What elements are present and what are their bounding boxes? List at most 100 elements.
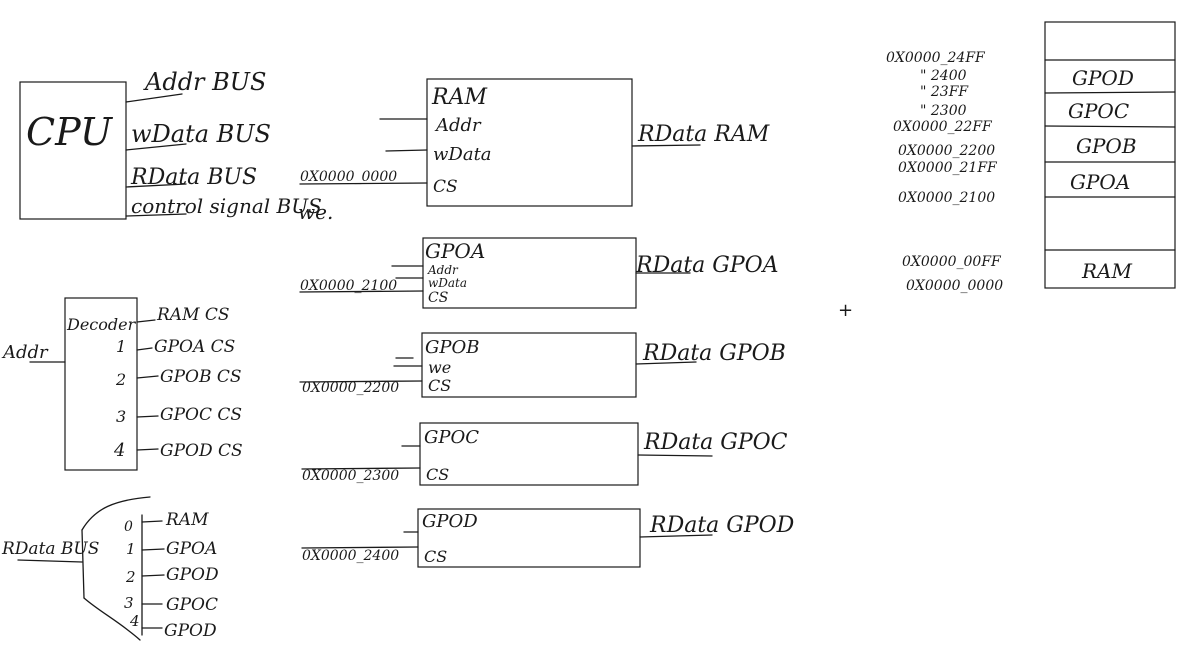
region-label-gpod: GPOD xyxy=(1072,66,1134,90)
mux-top-edge xyxy=(81,496,151,531)
mux-left-edge xyxy=(81,529,85,599)
decoder-block: Decoder Addr RAM CS 1 GPOA CS 2 GPOB CS … xyxy=(1,297,243,471)
module-gpod: GPOD CS 0X0000_2400 RData GPOD xyxy=(301,508,795,568)
region-label-ram: RAM xyxy=(1081,259,1133,283)
decoder-output-line xyxy=(136,347,153,351)
module-gpoa: GPOA Addr wData CS 0X0000_2100 RData GPO… xyxy=(299,237,779,309)
module-box xyxy=(417,508,641,568)
memory-divider xyxy=(1044,125,1176,128)
port-label-addr: Addr xyxy=(427,263,459,277)
output-label: RData GPOA xyxy=(635,253,779,278)
mux-input-line xyxy=(141,548,165,551)
address-label: 0X0000_00FF xyxy=(902,254,1002,270)
port-label-wdata: wData xyxy=(428,276,467,290)
port-line-wdata xyxy=(385,149,428,152)
decoder-output-line xyxy=(136,319,156,323)
address-label: " 2400 xyxy=(920,68,967,84)
decoder-box xyxy=(64,297,138,471)
mux-input-2: 2 GPOD xyxy=(125,565,219,586)
output-line xyxy=(635,361,697,365)
module-name: GPOC xyxy=(424,427,479,448)
decoder-output-index: 4 xyxy=(113,440,125,461)
mux-input-1: 1 GPOA xyxy=(126,539,217,559)
decoder-output-label: GPOC CS xyxy=(160,405,242,425)
module-name: GPOD xyxy=(422,511,478,532)
memory-divider xyxy=(1044,91,1176,94)
module-box xyxy=(419,422,639,486)
module-name: GPOB xyxy=(425,337,479,358)
decoder-output-0: RAM CS xyxy=(136,305,230,325)
module-gpob: GPOB we CS 0X0000_2200 RData GPOB xyxy=(299,332,786,398)
port-label-wdata: wData xyxy=(433,144,492,165)
wdata-bus-label: wData BUS xyxy=(131,120,271,148)
address-label: " 2300 xyxy=(920,103,967,119)
decoder-output-1: 1 GPOA CS xyxy=(116,337,235,357)
module-address: 0X0000_2200 xyxy=(302,380,399,396)
output-line xyxy=(631,144,701,147)
mux-input-0: 0 RAM xyxy=(124,510,209,535)
region-label-gpoc: GPOC xyxy=(1068,99,1129,123)
mux-input-line xyxy=(141,520,163,523)
mux-bottom-edge xyxy=(83,597,141,641)
cs-label: CS xyxy=(433,177,458,197)
crosshair-cursor-icon: + xyxy=(838,300,853,321)
decoder-label: Decoder xyxy=(66,315,137,334)
decoder-output-index: 1 xyxy=(116,337,126,356)
module-name: GPOA xyxy=(425,239,485,263)
mux-input-label: GPOA xyxy=(166,539,217,559)
decoder-output-line xyxy=(136,375,159,379)
memory-map-box xyxy=(1044,21,1176,289)
module-box xyxy=(421,332,637,398)
output-label: RData GPOD xyxy=(649,513,795,538)
wdata-bus-line xyxy=(125,143,187,151)
we-label: we. xyxy=(298,200,333,224)
cpu-label: CPU xyxy=(26,110,114,154)
module-ram: RAM Addr wData CS 0X0000_0000 RData RAM xyxy=(299,78,770,207)
port-label-addr: Addr xyxy=(434,115,482,136)
cs-label: CS xyxy=(428,290,448,306)
mux-input-index: 2 xyxy=(125,568,136,586)
cs-line xyxy=(301,467,421,470)
mux-output-line xyxy=(17,559,83,563)
mux-input-index: 4 xyxy=(129,612,140,630)
address-label: 0X0000_2100 xyxy=(898,190,995,206)
rdata-bus-line xyxy=(125,183,187,188)
addr-bus-line xyxy=(125,93,183,103)
control-bus-label: control signal BUS xyxy=(131,194,322,218)
mux-input-label: RAM xyxy=(165,510,209,530)
address-label: 0X0000_21FF xyxy=(898,160,998,176)
decoder-output-index: 3 xyxy=(116,407,126,426)
address-label: 0X0000_22FF xyxy=(893,119,993,135)
control-bus-line xyxy=(125,213,187,217)
mux-input-index: 3 xyxy=(124,594,134,612)
region-label-gpob: GPOB xyxy=(1076,134,1137,158)
mux-input-label: GPOD xyxy=(166,565,219,585)
cs-label: CS xyxy=(424,547,447,566)
mux-input-label: GPOD xyxy=(164,621,217,641)
address-label: 0X0000_0000 xyxy=(906,278,1003,294)
mux-input-3: 3 GPOC xyxy=(124,594,218,615)
cs-line xyxy=(299,290,424,293)
decoder-output-label: RAM CS xyxy=(156,305,230,325)
module-box xyxy=(426,78,633,207)
mux-input-index: 0 xyxy=(124,519,133,535)
address-label: " 23FF xyxy=(920,84,969,100)
decoder-output-3: 3 GPOC CS xyxy=(116,405,242,426)
output-label: RData GPOB xyxy=(642,341,786,366)
output-line xyxy=(637,454,713,457)
decoder-output-2: 2 GPOB CS xyxy=(115,367,242,389)
addr-bus-label: Addr BUS xyxy=(143,68,266,96)
cs-line xyxy=(299,380,423,383)
mux-input-line xyxy=(141,574,165,577)
output-line xyxy=(639,534,713,538)
module-name: RAM xyxy=(431,85,487,110)
decoder-output-label: GPOD CS xyxy=(160,441,243,461)
mux-input-index: 1 xyxy=(126,540,136,558)
cpu-block: CPU Addr BUS wData BUS RData BUS control… xyxy=(19,68,333,224)
decoder-input-label: Addr xyxy=(1,342,49,363)
module-address: 0X0000_2100 xyxy=(300,278,397,294)
mux-block: RData BUS 0 RAM 1 GPOA 2 GPOD 3 GPOC 4 G… xyxy=(1,496,219,641)
port-label-we: we xyxy=(428,358,451,377)
decoder-output-label: GPOB CS xyxy=(160,367,242,387)
